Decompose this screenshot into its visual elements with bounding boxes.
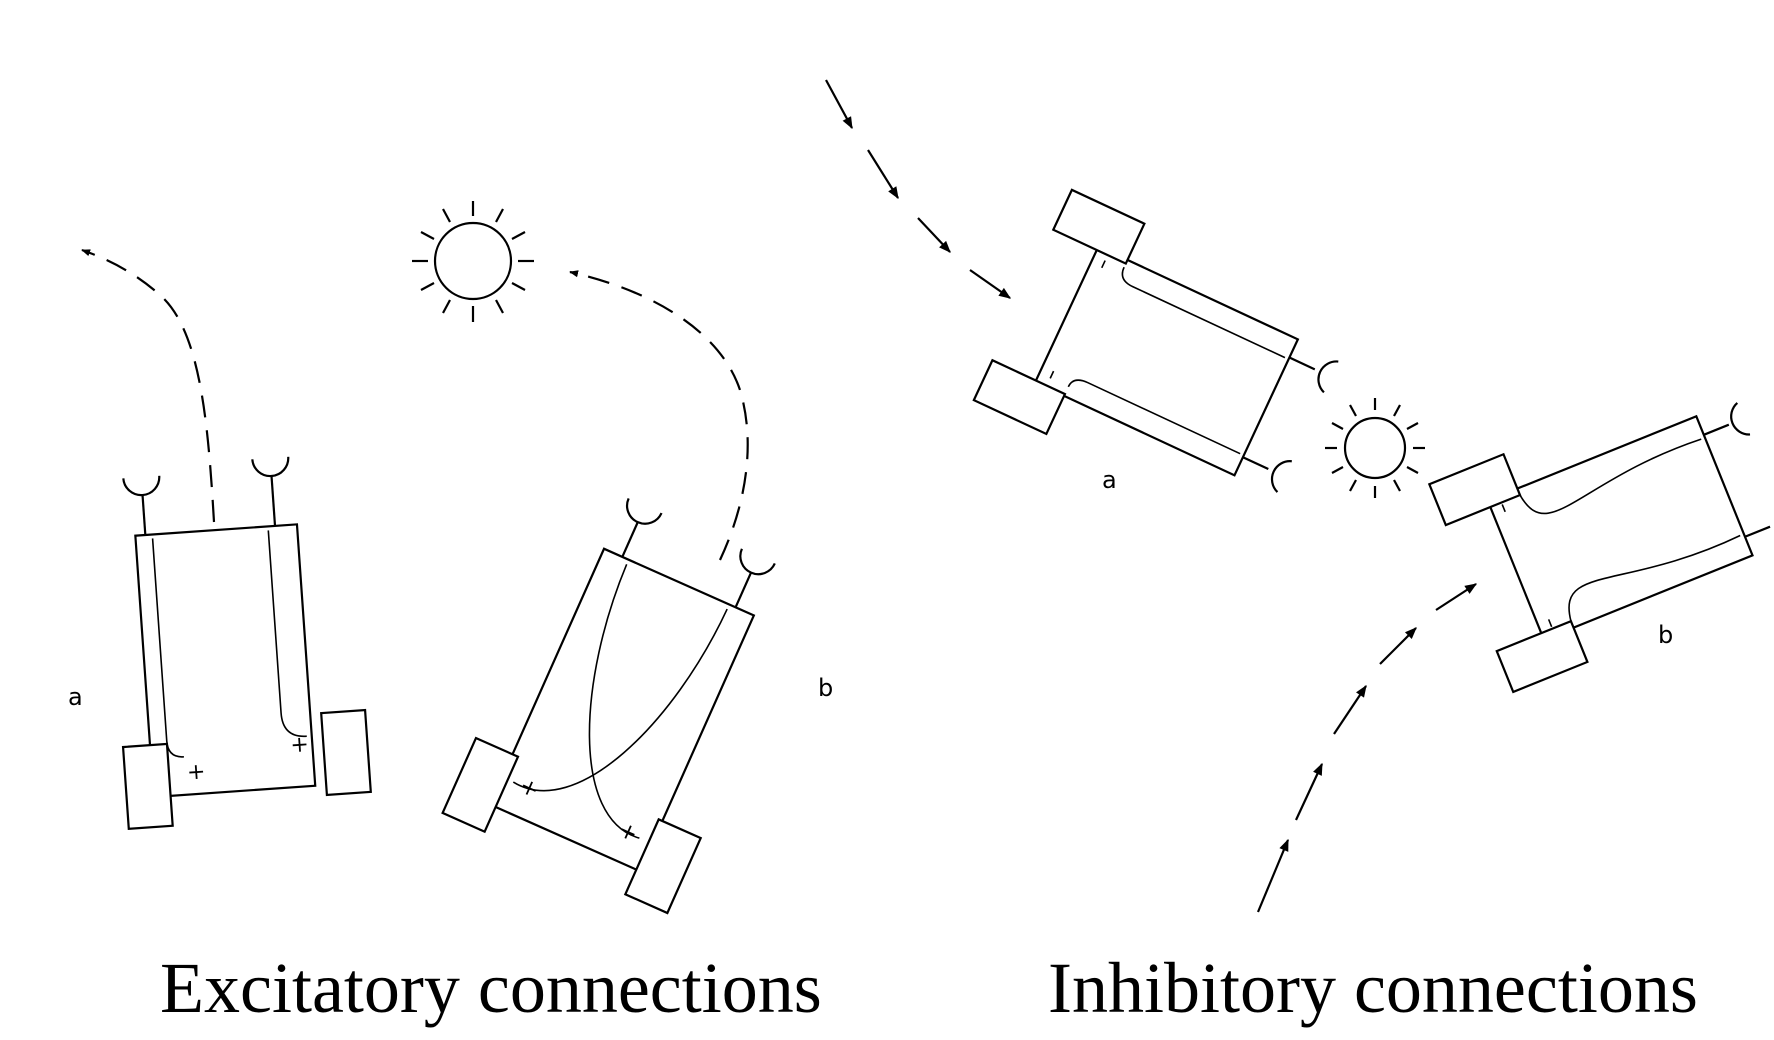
exc-b-trajectory [569,270,749,561]
exc-a-trajectory [81,248,216,523]
caption-inhibitory: Inhibitory connections [1048,948,1698,1028]
inh-b-trajectory [1256,583,1478,913]
exc-a-label: a [68,683,83,711]
exc-vehicle-a: + + [121,456,372,831]
caption-excitatory: Excitatory connections [160,948,822,1028]
excitatory-panel: + + a + + b Excitatory connections [68,201,833,1028]
exc-vehicle-b: + + [441,497,776,915]
inh-vehicle-b [1427,402,1771,694]
inhibitory-panel: a [825,79,1771,1028]
inh-a-trajectory [825,79,1011,299]
light-source-left [412,201,534,322]
inh-vehicle-a [972,188,1339,493]
inh-b-label: b [1658,621,1673,649]
exc-b-label: b [818,674,833,702]
exc-a-plus-left: + [186,759,206,785]
inh-a-label: a [1102,466,1117,494]
light-source-right [1325,398,1425,498]
exc-a-plus-right: + [290,732,310,758]
